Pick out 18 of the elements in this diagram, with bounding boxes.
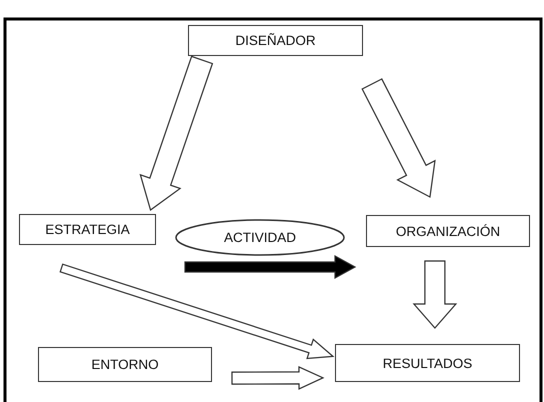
node-label: ACTIVIDAD: [224, 230, 296, 245]
process-box: [366, 215, 530, 247]
hollow-arrow: [140, 56, 214, 211]
hollow-arrow: [361, 78, 436, 198]
node-label: DISEÑADOR: [235, 33, 316, 48]
hollow-arrow: [59, 263, 334, 360]
process-box: [335, 344, 520, 382]
ellipse-node: [175, 219, 345, 256]
process-box: [188, 25, 363, 56]
node-label: ESTRATEGIA: [45, 222, 130, 237]
process-box: [19, 214, 156, 245]
node-label: ENTORNO: [91, 357, 159, 372]
hollow-arrow: [412, 260, 458, 329]
node-label: ORGANIZACIÓN: [396, 224, 500, 238]
node-label: RESULTADOS: [382, 356, 472, 370]
process-box: [38, 347, 212, 382]
solid-arrow: [184, 254, 356, 280]
hollow-arrow: [231, 366, 324, 390]
